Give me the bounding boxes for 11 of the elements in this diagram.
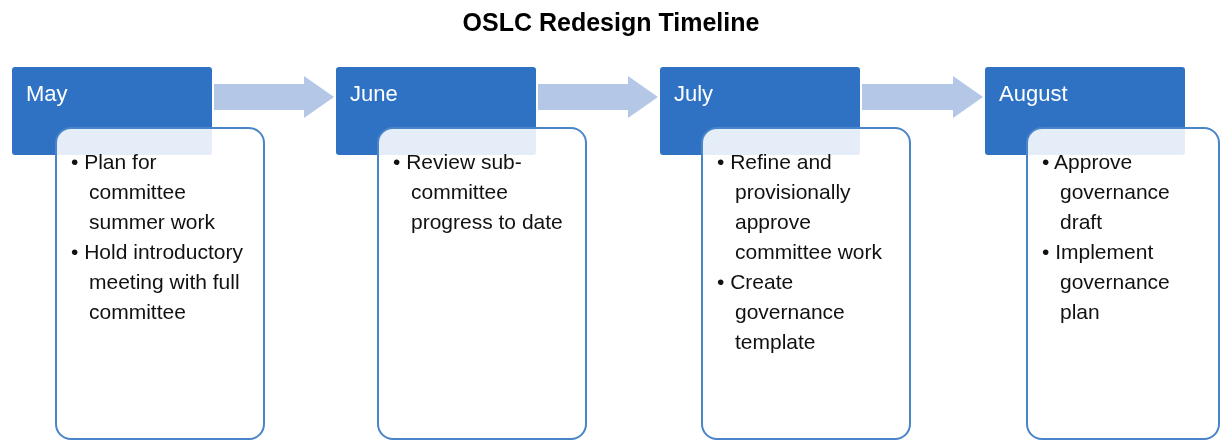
bullet-item: • Hold introductory meeting with full committee — [71, 239, 244, 325]
title: OSLC Redesign Timeline — [461, 8, 761, 37]
block-arrow — [862, 76, 983, 118]
task-card — [55, 127, 265, 440]
task-card — [1026, 127, 1220, 440]
task-card — [701, 127, 911, 440]
task-card — [377, 127, 587, 440]
bullet-item: • Implement governance plan — [1042, 239, 1171, 325]
bullet-item: • Create governance template — [717, 269, 846, 355]
block-arrow — [538, 76, 658, 118]
block-arrow — [214, 76, 334, 118]
